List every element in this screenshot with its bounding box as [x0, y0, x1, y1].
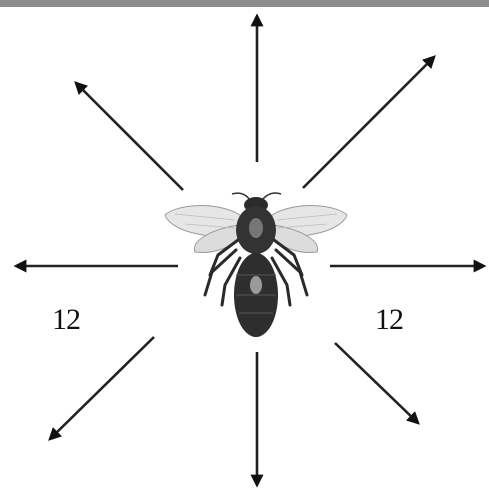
arrow-south-east	[335, 343, 418, 423]
arrow-north-west	[76, 83, 183, 190]
label-left-count: 12	[52, 305, 80, 335]
arrow-north-east	[303, 57, 434, 188]
arrow-south-west	[50, 337, 154, 439]
bee-icon	[165, 193, 347, 337]
label-right-count: 12	[375, 305, 403, 335]
